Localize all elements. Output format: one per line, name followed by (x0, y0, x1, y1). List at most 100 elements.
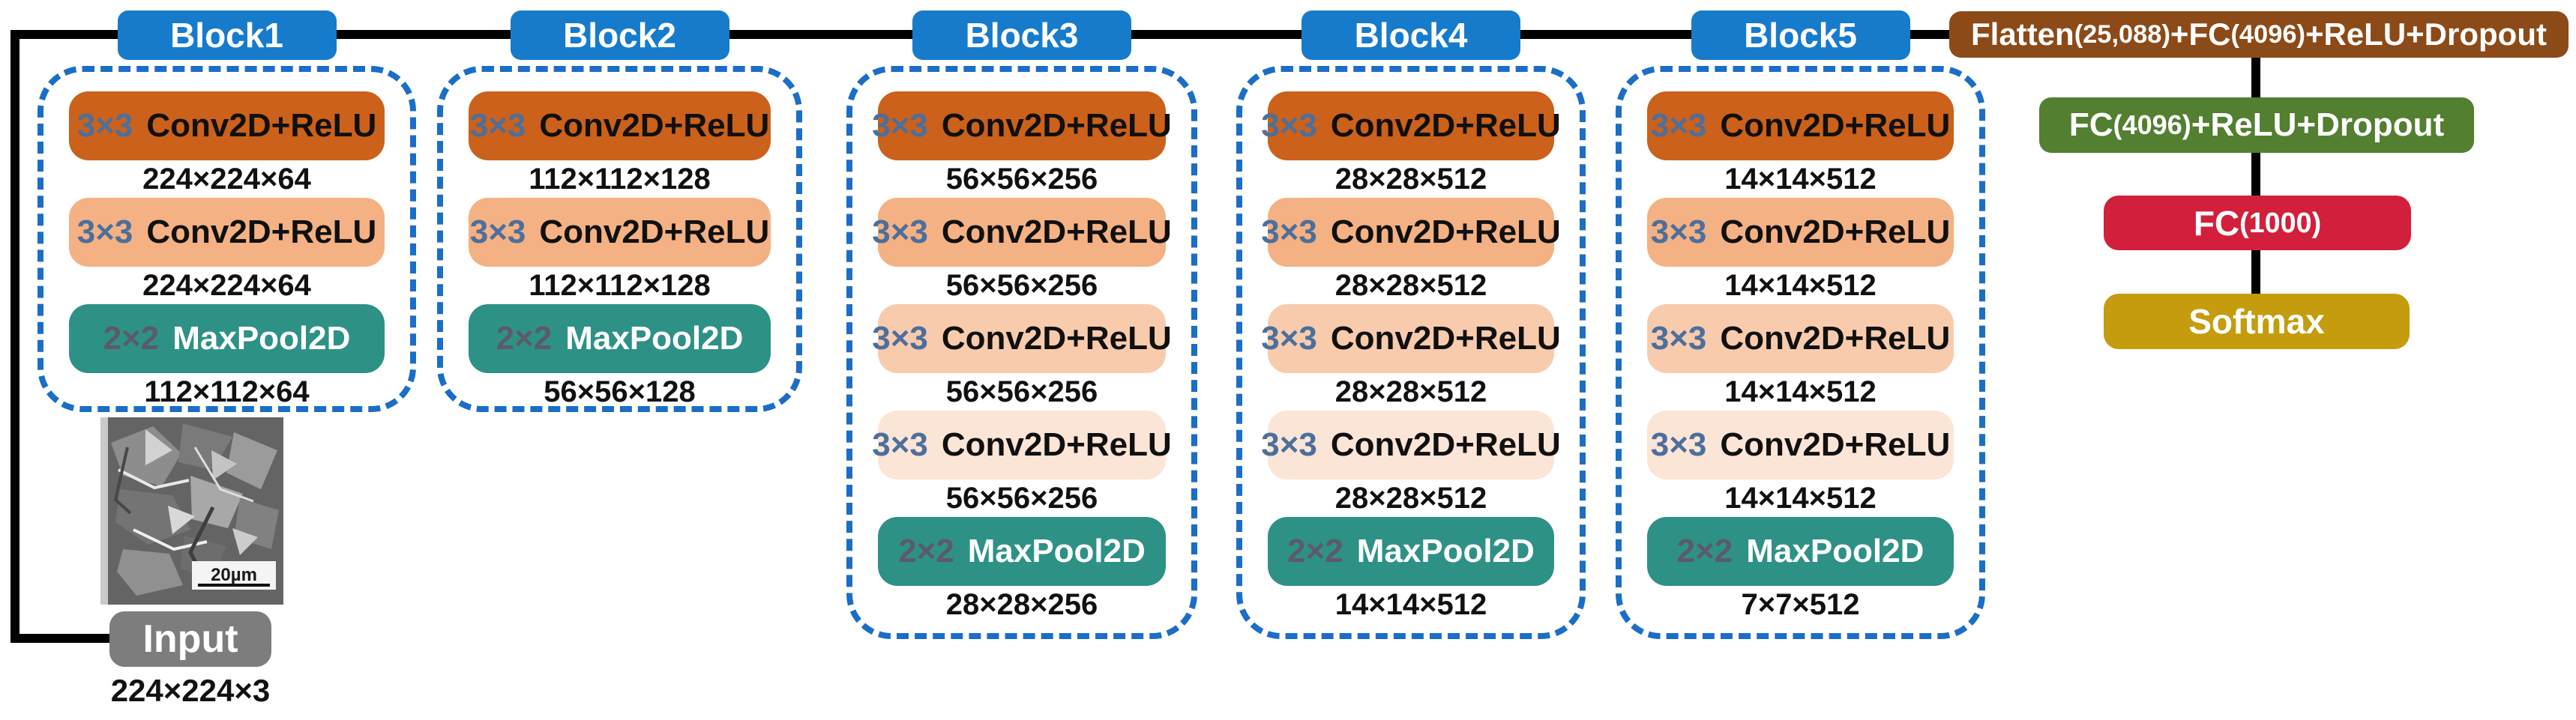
conv-layer-box: 3×3 Conv2D+ReLU (1647, 411, 1954, 480)
layer-output-dims: 28×28×512 (1334, 268, 1487, 302)
kernel-size-label: 3×3 (1650, 426, 1707, 463)
fc-label: FC (2193, 203, 2240, 243)
conv-layer-box: 3×3 Conv2D+ReLU (1261, 304, 1561, 373)
layer-output-dims: 112×112×64 (144, 375, 310, 408)
layer-output-dims: 14×14×512 (1724, 375, 1877, 408)
layer-output-dims: 14×14×512 (1724, 481, 1877, 515)
flatten-size: (25,088) (2074, 19, 2170, 49)
kernel-size-label: 2×2 (496, 320, 553, 357)
layer-output-dims: 56×56×256 (945, 268, 1098, 302)
layer-op-label: MaxPool2D (1746, 533, 1925, 569)
conv-layer-box: 3×3 Conv2D+ReLU (1647, 198, 1954, 267)
softmax-label: Softmax (2188, 302, 2325, 341)
maxpool-layer-box: 2×2 MaxPool2D (1268, 517, 1554, 586)
conv-layer-box: 3×3 Conv2D+ReLU (1261, 198, 1561, 267)
layer-op-label: Conv2D+ReLU (941, 214, 1172, 250)
kernel-size-label: 3×3 (76, 214, 133, 250)
conv-layer-box: 3×3 Conv2D+ReLU (69, 198, 385, 267)
layer-output-dims: 56×56×256 (945, 162, 1098, 196)
kernel-size-label: 3×3 (872, 214, 928, 250)
layer-op-label: MaxPool2D (172, 320, 351, 357)
kernel-size-label: 2×2 (1287, 533, 1343, 569)
kernel-size-label: 3×3 (872, 107, 928, 144)
layer-op-label: Conv2D+ReLU (146, 214, 377, 250)
fc-label: FC (2068, 106, 2113, 143)
layer-op-label: Conv2D+ReLU (1720, 214, 1951, 250)
kernel-size-label: 3×3 (1261, 426, 1317, 463)
layer-output-dims: 28×28×512 (1334, 481, 1487, 515)
layer-op-label: Conv2D+ReLU (1330, 320, 1561, 357)
input-dims: 224×224×3 (110, 673, 271, 708)
kernel-size-label: 3×3 (469, 214, 526, 250)
kernel-size-label: 3×3 (1261, 214, 1317, 250)
layer-op-label: Conv2D+ReLU (941, 426, 1172, 463)
kernel-size-label: 2×2 (103, 320, 160, 357)
softmax-box: Softmax (2104, 294, 2410, 349)
input-label: Input (142, 617, 238, 661)
layer-op-label: Conv2D+ReLU (1720, 107, 1951, 144)
block2-label: Block2 (510, 10, 729, 60)
kernel-size-label: 3×3 (1261, 320, 1317, 357)
block3-label: Block3 (912, 10, 1131, 60)
layer-output-dims: 28×28×512 (1334, 162, 1487, 196)
block5-label: Block5 (1691, 10, 1910, 60)
flatten-fc-dropout-box: Flatten(25,088)+FC(4096)+ReLU+Dropout (1949, 11, 2569, 58)
layer-op-label: Conv2D+ReLU (146, 107, 377, 144)
layer-op-label: Conv2D+ReLU (1720, 426, 1951, 463)
block4-label: Block4 (1301, 10, 1520, 60)
layer-output-dims: 7×7×512 (1741, 587, 1860, 621)
conv-layer-box: 3×3 Conv2D+ReLU (872, 198, 1172, 267)
layer-output-dims: 14×14×512 (1724, 162, 1877, 196)
layer-output-dims: 14×14×512 (1334, 587, 1487, 621)
layer-output-dims: 56×56×256 (945, 481, 1098, 515)
kernel-size-label: 3×3 (1650, 107, 1707, 144)
kernel-size-label: 2×2 (898, 533, 954, 569)
kernel-size-label: 3×3 (1261, 107, 1317, 144)
connector-head-line (2251, 52, 2260, 300)
kernel-size-label: 3×3 (1650, 320, 1707, 357)
layer-output-dims: 112×112×128 (529, 162, 711, 196)
scale-bar: 20µm (192, 561, 276, 590)
flatten-label: Flatten (1971, 16, 2074, 52)
input-node: Input (109, 611, 271, 667)
layer-output-dims: 28×28×256 (945, 587, 1098, 621)
scale-bar-label: 20µm (211, 565, 257, 585)
fc-1000-box: FC(1000) (2104, 196, 2411, 250)
conv-layer-box: 3×3 Conv2D+ReLU (1261, 91, 1561, 160)
layer-output-dims: 28×28×512 (1334, 375, 1487, 408)
layer-output-dims: 56×56×256 (945, 375, 1098, 408)
kernel-size-label: 3×3 (1650, 214, 1707, 250)
relu-dropout-label: +ReLU+Dropout (2305, 16, 2547, 52)
layer-op-label: Conv2D+ReLU (1330, 214, 1561, 250)
connector-input-line (10, 634, 115, 643)
layer-output-dims: 224×224×64 (142, 268, 311, 302)
fc-relu-dropout-box: FC(4096)+ReLU+Dropout (2039, 97, 2474, 153)
fc-size: (1000) (2239, 207, 2322, 238)
block1-label: Block1 (117, 10, 337, 60)
layer-output-dims: 14×14×512 (1724, 268, 1877, 302)
kernel-size-label: 3×3 (872, 320, 928, 357)
layer-op-label: Conv2D+ReLU (1330, 107, 1561, 144)
fc-size: (4096) (2230, 19, 2305, 49)
relu-dropout-label: +ReLU+Dropout (2191, 106, 2445, 143)
conv-layer-box: 3×3 Conv2D+ReLU (872, 91, 1172, 160)
fc-size: (4096) (2113, 109, 2191, 140)
kernel-size-label: 3×3 (469, 107, 526, 144)
layer-op-label: Conv2D+ReLU (941, 107, 1172, 144)
input-micrograph-image: 20µm (100, 417, 283, 605)
layer-op-label: MaxPool2D (1356, 533, 1535, 569)
conv-layer-box: 3×3 Conv2D+ReLU (1647, 91, 1954, 160)
